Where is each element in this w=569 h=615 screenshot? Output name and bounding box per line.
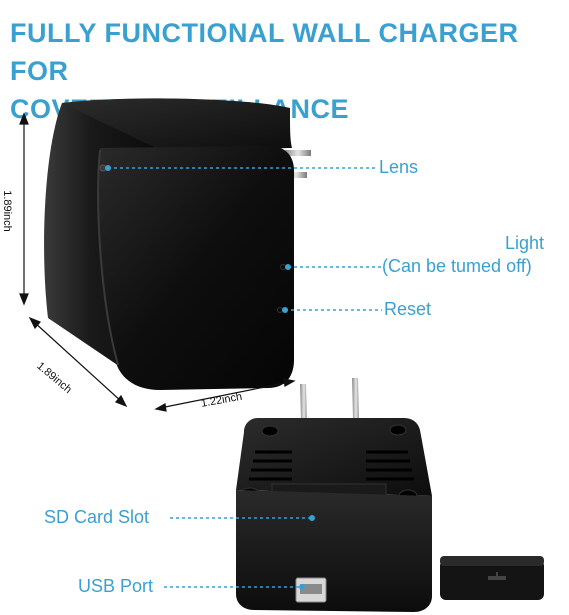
- charger-top-face: [62, 98, 292, 150]
- detached-cap: [440, 556, 544, 600]
- usb-port-label: USB Port: [78, 576, 154, 596]
- callout-leaders-bottom: [164, 517, 312, 588]
- charger-side-view: [44, 98, 311, 390]
- light-note-label: (Can be tumed off): [382, 256, 532, 276]
- height-dimension-label: 1.89inch: [0, 190, 13, 232]
- back-view-front-face: [236, 490, 432, 612]
- headline-line-1: FULLY FUNCTIONAL WALL CHARGER FOR: [10, 18, 519, 86]
- dimension-lines: [19, 112, 296, 412]
- charger-front-face: [98, 146, 294, 390]
- prong-upper: [285, 150, 311, 156]
- reset-dot: [277, 307, 283, 313]
- callout-leaders-top: [108, 167, 382, 311]
- sd-card-slot-label: SD Card Slot: [44, 507, 150, 527]
- charger-back-view: [236, 378, 432, 612]
- light-dot: [280, 264, 286, 270]
- prong-lower: [285, 172, 307, 178]
- lens-label: Lens: [379, 157, 419, 177]
- reset-label: Reset: [384, 299, 432, 319]
- light-label: Light: [505, 233, 545, 253]
